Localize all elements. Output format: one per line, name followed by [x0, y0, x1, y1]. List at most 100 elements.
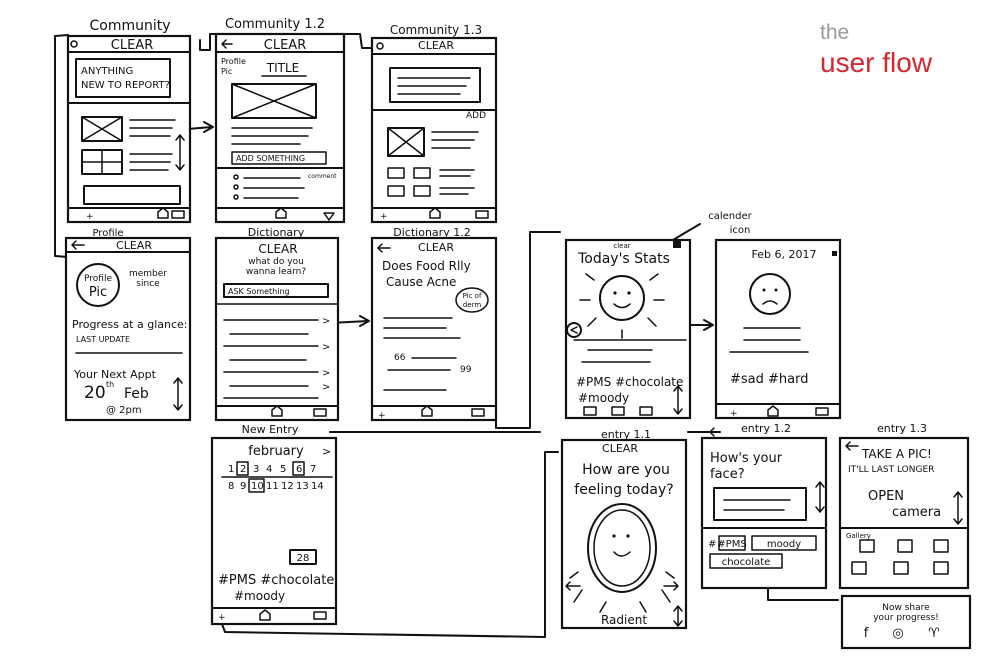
calendar-icon[interactable] — [832, 251, 837, 256]
scroll-arrow-icon[interactable] — [673, 605, 683, 627]
calendar-day[interactable]: 7 — [310, 464, 316, 475]
calendar-day[interactable]: 5 — [280, 464, 286, 475]
back-arrow-icon[interactable] — [845, 441, 859, 451]
callout-label: calender — [708, 211, 752, 222]
svg-text:28: 28 — [297, 553, 310, 564]
stats-tags: #PMS #chocolate — [576, 375, 683, 389]
svg-text:face?: face? — [710, 467, 745, 482]
content-card[interactable] — [83, 185, 181, 205]
mail-icon[interactable] — [611, 406, 625, 416]
add-something-button[interactable] — [231, 151, 327, 165]
calendar-day[interactable]: 6 — [296, 464, 302, 475]
home-icon[interactable] — [429, 207, 441, 219]
avatar[interactable] — [76, 263, 120, 307]
calendar-day[interactable]: 8 — [228, 481, 234, 492]
app-title: CLEAR — [418, 39, 454, 52]
calendar-day[interactable]: 10 — [251, 481, 264, 492]
gallery-thumb[interactable] — [933, 561, 949, 575]
mood-face-icon — [599, 275, 645, 321]
chevron-right-icon[interactable]: > — [322, 368, 330, 379]
face-input[interactable] — [713, 487, 807, 521]
calendar-day[interactable]: 12 — [281, 481, 294, 492]
search-input[interactable] — [223, 283, 329, 298]
book-icon[interactable] — [815, 407, 829, 416]
menu-dot-icon — [376, 42, 384, 50]
gallery-thumb[interactable] — [851, 561, 867, 575]
calendar-day[interactable]: 13 — [296, 481, 309, 492]
mood-slider-arrows[interactable] — [565, 581, 679, 591]
appt-day: 20 — [84, 383, 106, 403]
svg-text:since: since — [136, 279, 160, 289]
tag-chip[interactable] — [709, 553, 783, 569]
mood-face-icon[interactable] — [587, 503, 657, 593]
book-icon[interactable] — [313, 611, 327, 620]
open-camera-button[interactable]: OPEN — [868, 489, 904, 504]
scroll-arrow-icon[interactable] — [673, 385, 683, 415]
calendar-day[interactable]: 11 — [266, 481, 279, 492]
chevron-right-icon[interactable]: > — [322, 445, 331, 458]
book-icon[interactable] — [171, 210, 185, 219]
content-card[interactable] — [389, 67, 481, 103]
app-title: CLEAR — [264, 38, 306, 53]
tag-chip[interactable] — [751, 535, 817, 551]
calendar-day[interactable]: 1 — [228, 464, 234, 475]
connector-new-entry-bottom — [221, 451, 559, 638]
screen-tab-label: Community — [89, 18, 170, 34]
back-arrow-icon[interactable] — [71, 240, 85, 250]
scroll-arrow-icon[interactable] — [815, 481, 825, 513]
mail-icon[interactable] — [583, 406, 597, 416]
calendar-day[interactable]: 14 — [311, 481, 324, 492]
home-icon[interactable] — [421, 405, 433, 417]
chevron-right-icon[interactable]: > — [322, 382, 330, 393]
calendar-day[interactable]: 4 — [266, 464, 272, 475]
add-button[interactable]: ADD — [466, 111, 486, 121]
svg-text:ANYTHING: ANYTHING — [81, 66, 133, 77]
instagram-icon[interactable]: ◎ — [892, 626, 903, 641]
tag-chip[interactable] — [718, 535, 746, 551]
mail-icon[interactable] — [639, 406, 653, 416]
day-badge[interactable] — [289, 549, 317, 565]
mood-question: How are you — [582, 462, 670, 478]
svg-text:clear: clear — [613, 242, 630, 250]
home-icon[interactable] — [271, 405, 283, 417]
gallery-thumb[interactable] — [859, 539, 875, 553]
arrowhead — [703, 319, 714, 331]
screen-tab-label: entry 1.1 — [601, 428, 651, 441]
book-icon[interactable] — [313, 408, 327, 417]
gallery-thumb[interactable] — [897, 539, 913, 553]
scroll-arrow-icon[interactable] — [173, 377, 183, 411]
back-arrow-icon[interactable] — [709, 427, 721, 437]
gallery-thumb[interactable] — [893, 561, 909, 575]
twitter-icon[interactable]: ♈ — [928, 626, 940, 641]
report-input[interactable] — [75, 58, 171, 98]
back-arrow-icon[interactable] — [221, 39, 233, 49]
prev-day-button[interactable] — [566, 322, 582, 338]
calendar-day[interactable]: 3 — [253, 464, 259, 475]
calendar-day[interactable]: 9 — [240, 481, 246, 492]
svg-text:chocolate: chocolate — [722, 557, 771, 568]
derm-avatar[interactable] — [455, 287, 489, 313]
scroll-arrow-icon[interactable] — [175, 134, 185, 171]
home-icon[interactable] — [275, 207, 287, 219]
calendar-icon[interactable] — [673, 240, 681, 248]
scroll-arrow-icon[interactable] — [953, 491, 963, 525]
progress-label: Progress at a glance: — [72, 318, 188, 331]
day-tags: #sad #hard — [730, 372, 808, 387]
book-icon[interactable] — [475, 210, 489, 219]
svg-text:Pic of: Pic of — [463, 292, 482, 300]
book-icon[interactable] — [471, 408, 485, 417]
home-icon[interactable] — [259, 609, 271, 621]
mood-label: Radient — [601, 613, 647, 627]
gallery-thumb[interactable] — [933, 539, 949, 553]
down-icon[interactable] — [323, 212, 335, 221]
facebook-icon[interactable]: f — [864, 626, 869, 641]
chevron-right-icon[interactable]: > — [322, 342, 330, 353]
chevron-right-icon[interactable]: > — [322, 316, 330, 327]
home-icon[interactable] — [767, 405, 779, 417]
screen-new-entry: New Entry february > 1 2 3 4 5 6 7 8 9 1… — [210, 423, 338, 626]
calendar-day[interactable]: 2 — [240, 464, 246, 475]
back-arrow-icon[interactable] — [377, 243, 391, 253]
next-appt-label: Your Next Appt — [73, 368, 157, 381]
svg-text:derm: derm — [463, 301, 482, 309]
home-icon[interactable] — [157, 207, 169, 219]
